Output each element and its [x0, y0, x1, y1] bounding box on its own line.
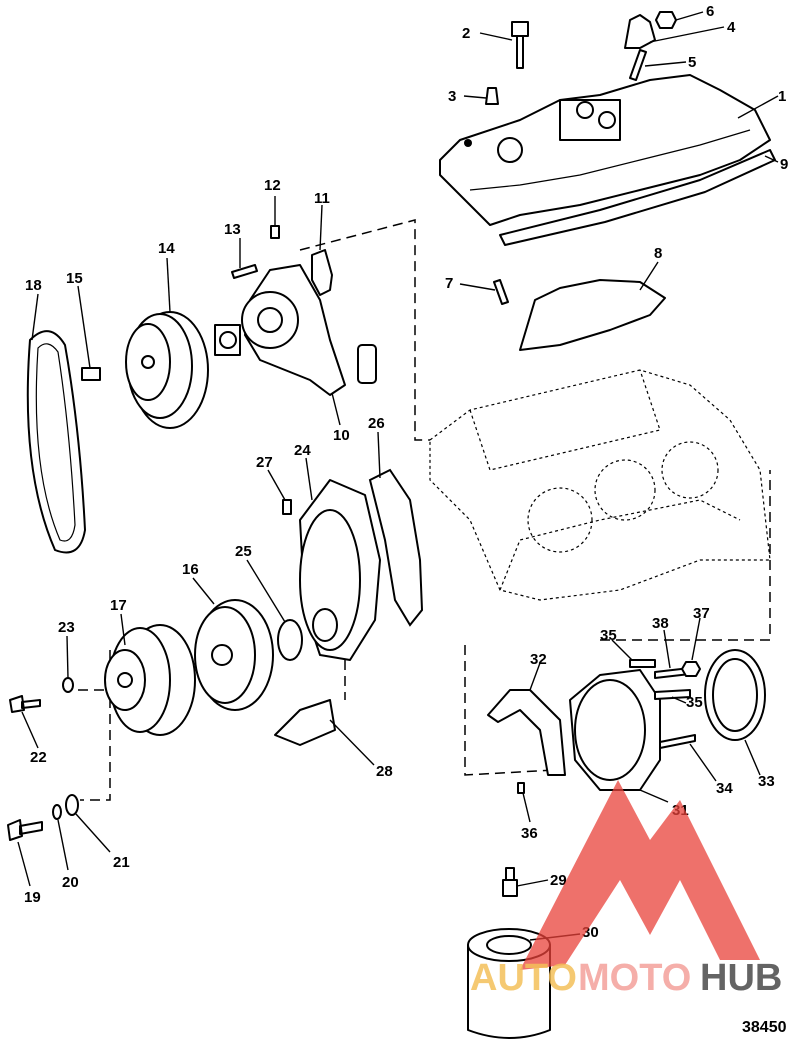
bracket-4 [624, 14, 656, 49]
watermark-text-moto: MOTO [578, 957, 691, 999]
bolt-2 [511, 21, 529, 69]
bolt-35-upper [629, 659, 656, 668]
callout-11: 11 [314, 190, 330, 207]
washer-23 [62, 677, 74, 693]
bracket-28 [274, 699, 336, 746]
callout-32: 32 [530, 651, 547, 668]
callout-17: 17 [110, 597, 127, 614]
callout-12: 12 [264, 177, 281, 194]
water-pump [214, 264, 346, 396]
plug-3 [485, 87, 499, 105]
callout-3: 3 [448, 88, 456, 105]
intake-manifold [439, 74, 771, 226]
callout-16: 16 [182, 561, 199, 578]
callout-35-lower: 35 [686, 694, 703, 711]
callout-23: 23 [58, 619, 75, 636]
callout-28: 28 [376, 763, 393, 780]
callout-7: 7 [445, 275, 453, 292]
callout-19: 19 [24, 889, 41, 906]
cover-plate-8 [519, 279, 666, 351]
fitting-29 [502, 867, 518, 897]
callout-25: 25 [235, 543, 252, 560]
bolt-15 [81, 367, 101, 381]
automotohub-watermark: AUTO MOTO HUB [470, 780, 782, 999]
pin-36 [517, 782, 525, 794]
rear-seal-33 [704, 649, 766, 741]
washer-21 [65, 794, 79, 816]
callout-21: 21 [113, 854, 130, 871]
bolt-12 [270, 225, 280, 239]
seal-25 [277, 619, 303, 661]
pulley-14 [125, 311, 209, 429]
callout-18: 18 [25, 277, 42, 294]
nut-6 [655, 11, 677, 29]
callout-6: 6 [706, 3, 714, 20]
callout-33: 33 [758, 773, 775, 790]
callout-22: 22 [30, 749, 47, 766]
callout-36: 36 [521, 825, 538, 842]
bolt-34 [659, 734, 696, 749]
dashed-boundary-upper [299, 219, 435, 441]
engine-block [429, 369, 771, 601]
callout-10: 10 [333, 427, 350, 444]
timing-cover-24 [299, 479, 381, 661]
seal-retainer-gasket-32 [487, 689, 566, 776]
bolt-22 [9, 695, 41, 713]
stud-5 [629, 49, 647, 81]
callout-4: 4 [727, 19, 736, 36]
leader-lines [17, 11, 779, 941]
dashed-boundary-rear [464, 470, 771, 776]
bolt-35-lower [654, 689, 691, 700]
belt-18 [26, 330, 86, 554]
callout-2: 2 [462, 25, 470, 42]
callout-37: 37 [693, 605, 710, 622]
callout-26: 26 [368, 415, 385, 432]
nut-37 [681, 661, 701, 677]
gasket-small [357, 344, 377, 384]
gasket-11 [311, 249, 333, 296]
bolt-19 [7, 819, 43, 841]
watermark-text-auto: AUTO [470, 957, 577, 999]
harmonic-balancer-17 [104, 624, 196, 736]
bolt-13 [231, 264, 258, 279]
callout-8: 8 [654, 245, 662, 262]
callout-14: 14 [158, 240, 175, 257]
callout-5: 5 [688, 54, 696, 71]
callout-20: 20 [62, 874, 79, 891]
seal-retainer-31 [569, 669, 661, 791]
watermark-triangle-shape [520, 780, 760, 970]
callout-1: 1 [778, 88, 786, 105]
washer-20 [52, 804, 62, 820]
damper-pulley-16 [194, 599, 274, 711]
callout-29: 29 [550, 872, 567, 889]
reference-number: 38450 [742, 1019, 787, 1036]
callout-15: 15 [66, 270, 83, 287]
callout-9: 9 [780, 156, 788, 173]
timing-gasket-26 [368, 468, 424, 627]
callout-13: 13 [224, 221, 241, 238]
callout-27: 27 [256, 454, 273, 471]
callout-24: 24 [294, 442, 311, 459]
watermark-text-hub: HUB [700, 957, 782, 999]
callout-34: 34 [716, 780, 733, 797]
pin-7 [493, 279, 509, 305]
bolt-27 [282, 499, 292, 515]
callout-35-upper: 35 [600, 627, 617, 644]
callout-38: 38 [652, 615, 669, 632]
